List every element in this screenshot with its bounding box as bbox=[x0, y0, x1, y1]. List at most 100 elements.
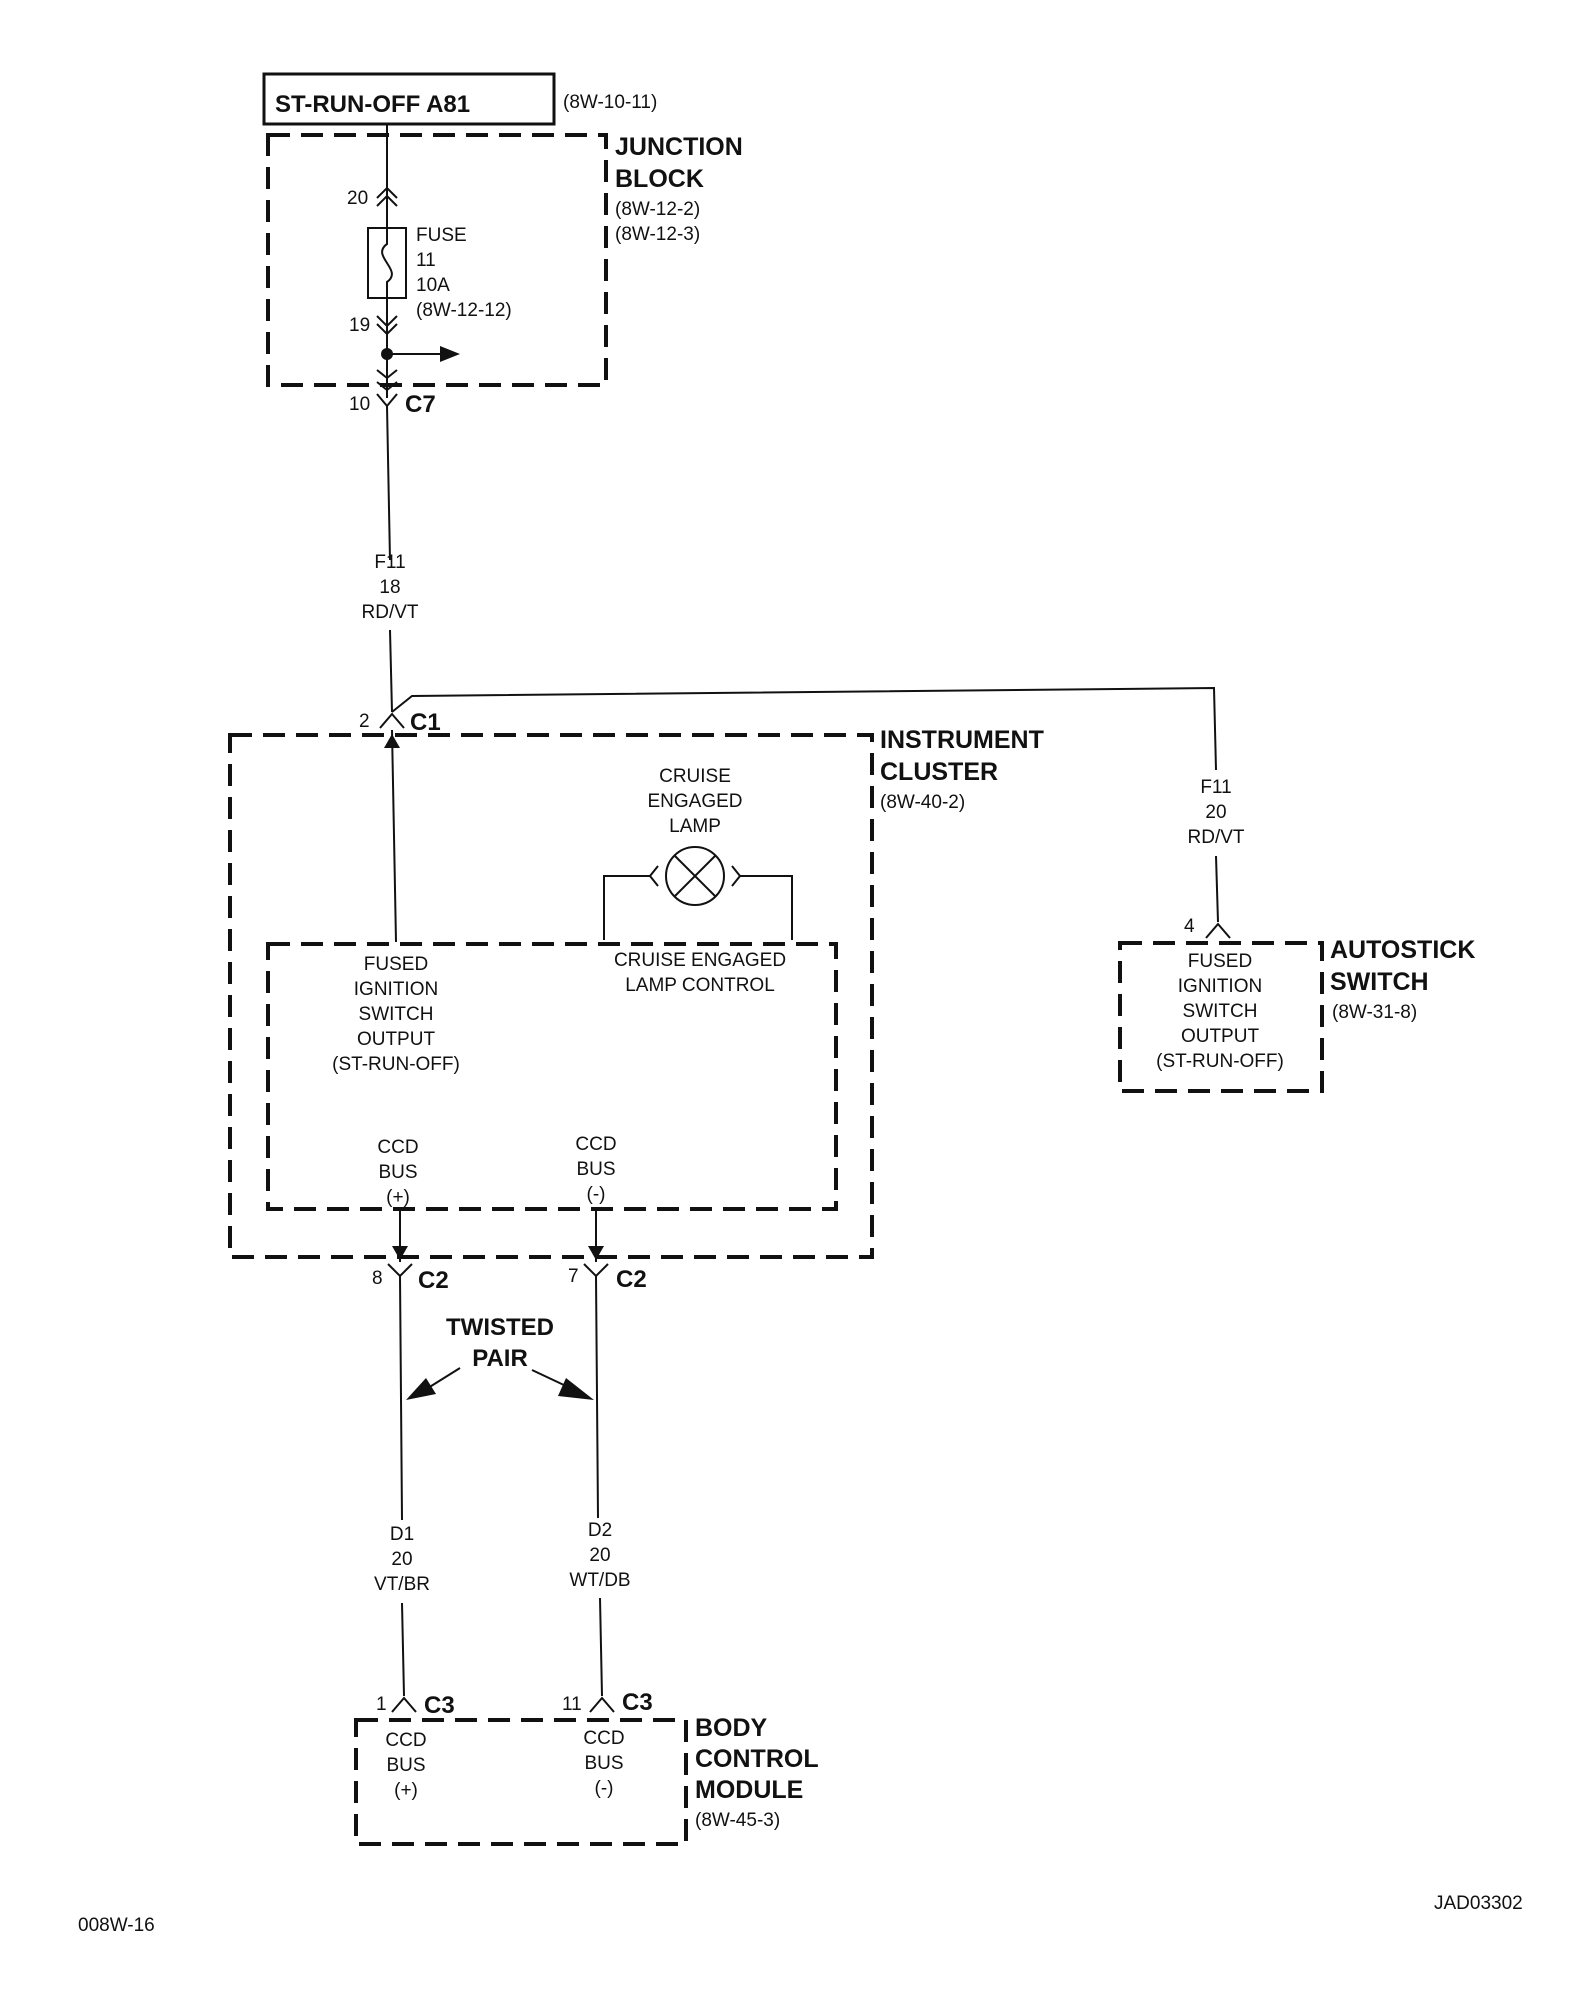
wire-d1-1: D1 bbox=[390, 1524, 414, 1545]
autostick-pin: 4 bbox=[1184, 916, 1195, 937]
cluster-ccd-minus-2: BUS bbox=[576, 1159, 615, 1180]
connector-c3a-name: C3 bbox=[424, 1692, 455, 1719]
source-box-ref: (8W-10-11) bbox=[563, 92, 657, 113]
cluster-ccd-plus-2: BUS bbox=[378, 1162, 417, 1183]
splice-branch-arrow-icon bbox=[440, 346, 460, 362]
lamp-label-2: ENGAGED bbox=[647, 791, 742, 812]
lamp-control-line-1: CRUISE ENGAGED bbox=[614, 950, 786, 971]
junction-block-ref-1: (8W-12-2) bbox=[615, 199, 700, 220]
cluster-inner-outline bbox=[266, 942, 838, 1211]
twisted-pair-left-arrow-icon bbox=[406, 1378, 436, 1400]
wire-f11-branch-lower bbox=[1215, 855, 1219, 923]
instrument-cluster-ref: (8W-40-2) bbox=[880, 792, 965, 813]
footer-left-code: 008W-16 bbox=[78, 1915, 155, 1936]
lamp-wire-right bbox=[740, 875, 793, 940]
fuse-11-element-icon bbox=[381, 228, 393, 298]
connector-c3a-icon bbox=[391, 1696, 417, 1713]
connector-pin-10-icon bbox=[376, 369, 398, 392]
bcm-ref: (8W-45-3) bbox=[695, 1810, 780, 1831]
instrument-cluster-title-1: INSTRUMENT bbox=[880, 726, 1044, 754]
junction-block-ref-2: (8W-12-3) bbox=[615, 224, 700, 245]
fused-ignition-arrow-icon bbox=[384, 734, 400, 748]
autostick-inner-3: SWITCH bbox=[1183, 1001, 1258, 1022]
wire-d1-lower bbox=[401, 1602, 405, 1697]
connector-c2a-name: C2 bbox=[418, 1267, 449, 1294]
junction-block-title-2: BLOCK bbox=[615, 165, 704, 193]
connector-c3a-pin: 1 bbox=[376, 1694, 387, 1715]
wire-f11-branch-2: 20 bbox=[1205, 802, 1226, 823]
wire-f11-branch-1: F11 bbox=[1200, 777, 1231, 798]
wire-f11-main-2: 18 bbox=[379, 577, 400, 598]
wire-d1-2: 20 bbox=[391, 1549, 412, 1570]
autostick-switch-outline bbox=[1118, 941, 1324, 1093]
bcm-ccd-minus-2: BUS bbox=[584, 1753, 623, 1774]
wire-d2 bbox=[595, 1275, 599, 1519]
connector-autostick-icon bbox=[1205, 922, 1231, 939]
instrument-cluster-outline bbox=[228, 733, 874, 1259]
source-box-label: ST-RUN-OFF A81 bbox=[275, 91, 470, 118]
ccd-plus-arrow-icon bbox=[392, 1246, 408, 1260]
wire-f11-branch bbox=[391, 686, 1217, 771]
twisted-pair-label-2: PAIR bbox=[472, 1345, 528, 1372]
twisted-pair-right-arrow-icon bbox=[558, 1378, 594, 1400]
fuse-line-2: 11 bbox=[416, 250, 436, 271]
connector-c3b-name: C3 bbox=[622, 1689, 653, 1716]
autostick-inner-4: OUTPUT bbox=[1181, 1026, 1260, 1047]
cluster-ccd-plus-1: CCD bbox=[377, 1137, 418, 1158]
junction-block-outline bbox=[266, 133, 608, 387]
wire-f11-branch-3: RD/VT bbox=[1188, 827, 1245, 848]
connector-c7-name: C7 bbox=[405, 391, 436, 418]
footer-right-code: JAD03302 bbox=[1434, 1893, 1523, 1914]
bcm-ccd-minus-1: CCD bbox=[583, 1728, 624, 1749]
bcm-ccd-plus-2: BUS bbox=[386, 1755, 425, 1776]
wire-d2-1: D2 bbox=[588, 1520, 612, 1541]
connector-c7-pin: 10 bbox=[349, 394, 370, 415]
connector-pin-19-icon bbox=[376, 315, 398, 336]
fuse-line-3: 10A bbox=[416, 275, 450, 296]
lamp-label-3: LAMP bbox=[669, 816, 721, 837]
cluster-ccd-minus-3: (-) bbox=[587, 1184, 606, 1205]
cluster-ccd-minus-1: CCD bbox=[575, 1134, 616, 1155]
cluster-ccd-plus-3: (+) bbox=[386, 1187, 410, 1208]
instrument-cluster-title-2: CLUSTER bbox=[880, 758, 998, 786]
bcm-title-3: MODULE bbox=[695, 1776, 803, 1804]
junction-pin-out: 19 bbox=[349, 315, 370, 336]
wire-f11-main-lower bbox=[389, 629, 393, 713]
bcm-ccd-plus-1: CCD bbox=[385, 1730, 426, 1751]
bcm-ccd-minus-3: (-) bbox=[595, 1778, 614, 1799]
wire-d1-3: VT/BR bbox=[374, 1574, 430, 1595]
bcm-title-1: BODY bbox=[695, 1714, 768, 1742]
wire-d1 bbox=[399, 1275, 403, 1521]
fuse-line-4: (8W-12-12) bbox=[416, 300, 512, 321]
twisted-pair-label-1: TWISTED bbox=[446, 1314, 554, 1341]
connector-c2b-pin: 7 bbox=[568, 1266, 579, 1287]
wire-d2-3: WT/DB bbox=[569, 1570, 630, 1591]
wire-fused-ignition-internal bbox=[391, 729, 397, 943]
lamp-label-1: CRUISE bbox=[659, 766, 731, 787]
junction-pin-in: 20 bbox=[347, 188, 368, 209]
twisted-pair-right-leader bbox=[531, 1369, 567, 1387]
connector-c3b-icon bbox=[589, 1696, 615, 1713]
lamp-wire-left bbox=[603, 875, 650, 940]
connector-c2a-pin: 8 bbox=[372, 1268, 383, 1289]
bcm-title-2: CONTROL bbox=[695, 1745, 819, 1773]
ccd-minus-arrow-icon bbox=[588, 1246, 604, 1260]
fused-output-line-4: OUTPUT bbox=[357, 1029, 436, 1050]
connector-c1-icon bbox=[379, 712, 405, 729]
connector-c2b-icon bbox=[583, 1263, 609, 1278]
connector-c3b-pin: 11 bbox=[562, 1694, 582, 1715]
twisted-pair-left-leader bbox=[427, 1367, 461, 1389]
autostick-inner-1: FUSED bbox=[1188, 951, 1252, 972]
connector-pin-20-icon bbox=[376, 186, 398, 207]
fused-output-line-2: IGNITION bbox=[354, 979, 438, 1000]
autostick-inner-2: IGNITION bbox=[1178, 976, 1262, 997]
wire-f11-main bbox=[386, 405, 391, 561]
autostick-ref: (8W-31-8) bbox=[1332, 1002, 1417, 1023]
autostick-title-2: SWITCH bbox=[1330, 968, 1429, 996]
wire-d2-lower bbox=[599, 1597, 603, 1697]
fused-output-line-3: SWITCH bbox=[359, 1004, 434, 1025]
body-control-module-outline bbox=[354, 1718, 688, 1846]
autostick-inner-5: (ST-RUN-OFF) bbox=[1156, 1051, 1284, 1072]
connector-c2a-icon bbox=[387, 1263, 413, 1278]
